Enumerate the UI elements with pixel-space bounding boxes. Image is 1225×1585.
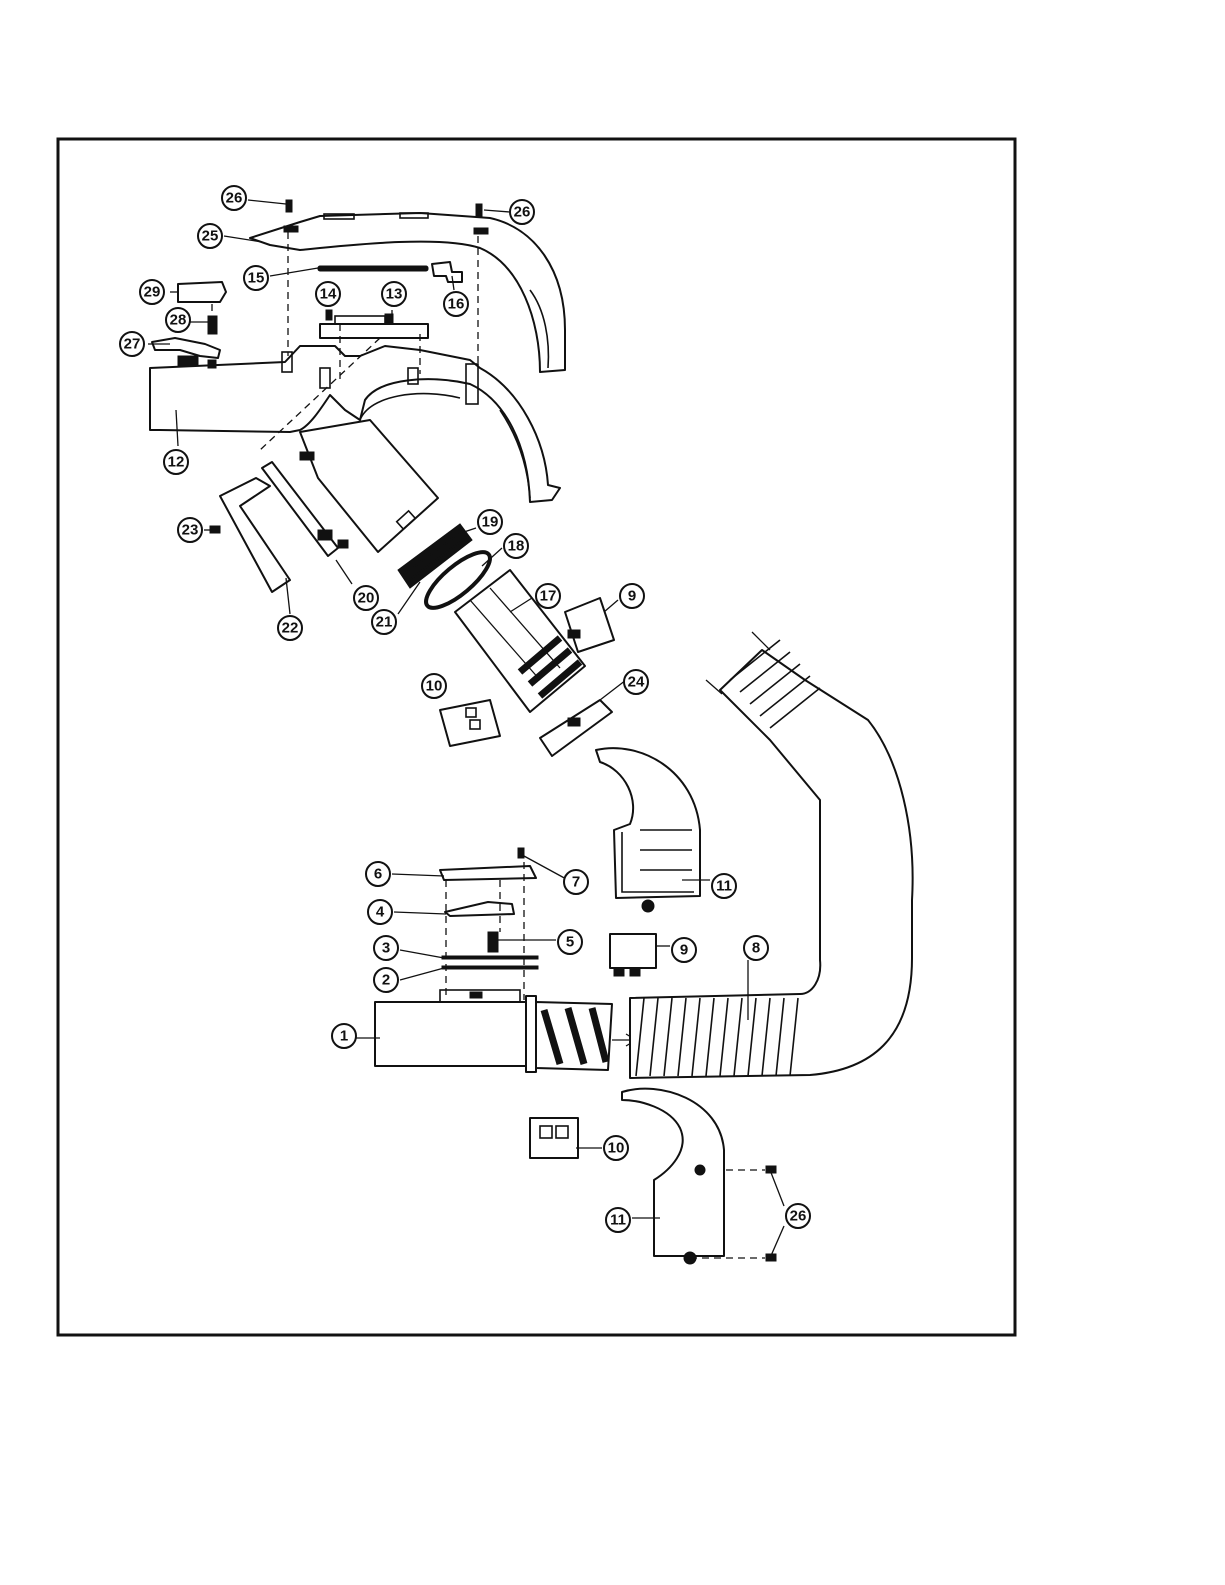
callout-bubble-29: 29	[140, 280, 164, 304]
callout-bubble-18: 18	[504, 534, 528, 558]
callout-bubble-9a: 9	[620, 584, 644, 608]
svg-text:26: 26	[790, 1208, 807, 1225]
callout-bubble-9b: 9	[672, 938, 696, 962]
svg-text:29: 29	[144, 284, 161, 301]
svg-text:5: 5	[566, 934, 574, 951]
part-9-block-top	[565, 598, 614, 652]
part-5-spring	[488, 932, 498, 952]
callout-bubble-14: 14	[316, 282, 340, 306]
svg-text:13: 13	[386, 286, 403, 303]
svg-text:2: 2	[382, 972, 390, 989]
part-27-trigger	[152, 338, 220, 358]
callout-bubble-17: 17	[536, 584, 560, 608]
callout-bubble-27: 27	[120, 332, 144, 356]
callout-bubble-4: 4	[368, 900, 392, 924]
part-7-screw	[518, 848, 524, 858]
svg-text:25: 25	[202, 228, 219, 245]
part-28-spring	[208, 316, 217, 334]
callout-bubble-3: 3	[374, 936, 398, 960]
callout-bubble-20: 20	[354, 586, 378, 610]
svg-text:6: 6	[374, 866, 382, 883]
callout-bubble-5: 5	[558, 930, 582, 954]
svg-text:3: 3	[382, 940, 390, 957]
part-29-trigger-cover	[178, 282, 226, 302]
callout-bubble-24: 24	[624, 670, 648, 694]
callout-bubble-10a: 10	[422, 674, 446, 698]
callout-bubble-2: 2	[374, 968, 398, 992]
callout-bubble-26b: 26	[510, 200, 534, 224]
svg-text:11: 11	[716, 878, 732, 895]
svg-text:23: 23	[182, 522, 199, 539]
part-16-switch-bracket	[432, 262, 462, 282]
part-13-circuit-board	[320, 310, 428, 338]
callout-bubble-19: 19	[478, 510, 502, 534]
callout-bubble-12: 12	[164, 450, 188, 474]
svg-text:20: 20	[358, 590, 375, 607]
part-17-fan-tube	[455, 570, 585, 712]
part-11-holder-upper	[596, 748, 700, 912]
part-24-nozzle-clip	[540, 700, 612, 756]
part-11-holder-lower	[622, 1089, 724, 1264]
svg-text:12: 12	[168, 454, 185, 471]
svg-text:10: 10	[608, 1140, 625, 1157]
svg-text:28: 28	[170, 312, 187, 329]
svg-text:17: 17	[540, 588, 557, 605]
svg-text:16: 16	[448, 296, 465, 313]
part-10-plate-top	[440, 700, 500, 746]
callout-bubble-7: 7	[564, 870, 588, 894]
svg-text:11: 11	[610, 1212, 626, 1229]
callout-bubble-8: 8	[744, 936, 768, 960]
svg-text:7: 7	[572, 874, 580, 891]
callout-bubble-10b: 10	[604, 1136, 628, 1160]
svg-text:24: 24	[628, 674, 645, 691]
svg-text:10: 10	[426, 678, 443, 695]
callout-bubble-11b: 11	[606, 1208, 630, 1232]
svg-text:22: 22	[282, 620, 299, 637]
svg-text:26: 26	[226, 190, 243, 207]
callout-bubble-26a: 26	[222, 186, 246, 210]
svg-text:14: 14	[320, 286, 337, 303]
svg-text:15: 15	[248, 270, 265, 287]
callout-bubble-28: 28	[166, 308, 190, 332]
callout-bubble-25: 25	[198, 224, 222, 248]
part-10-plate-lower	[530, 1118, 578, 1158]
callout-bubble-6: 6	[366, 862, 390, 886]
svg-text:21: 21	[376, 614, 393, 631]
svg-text:9: 9	[628, 588, 636, 605]
part-1-nozzle-tube	[375, 990, 636, 1072]
svg-text:26: 26	[514, 204, 531, 221]
svg-text:8: 8	[752, 940, 760, 957]
part-15-gasket	[318, 266, 428, 271]
callout-bubble-13: 13	[382, 282, 406, 306]
callout-bubble-21: 21	[372, 610, 396, 634]
svg-text:9: 9	[680, 942, 688, 959]
callout-bubble-11a: 11	[712, 874, 736, 898]
callout-bubble-26c: 26	[786, 1204, 810, 1228]
svg-text:27: 27	[124, 336, 141, 353]
callout-bubble-16: 16	[444, 292, 468, 316]
svg-text:18: 18	[508, 538, 525, 555]
callout-bubble-22: 22	[278, 616, 302, 640]
part-9-block-lower	[610, 934, 656, 976]
part-4-latch	[445, 902, 514, 916]
callout-bubble-15: 15	[244, 266, 268, 290]
svg-text:4: 4	[376, 904, 385, 921]
callout-bubble-1: 1	[332, 1024, 356, 1048]
svg-text:19: 19	[482, 514, 499, 531]
part-22-handle-panel	[220, 478, 290, 592]
callout-bubble-23: 23	[178, 518, 202, 542]
part-19-filter	[398, 524, 472, 588]
svg-text:1: 1	[340, 1028, 348, 1045]
part-6-latch-plate	[440, 866, 536, 880]
